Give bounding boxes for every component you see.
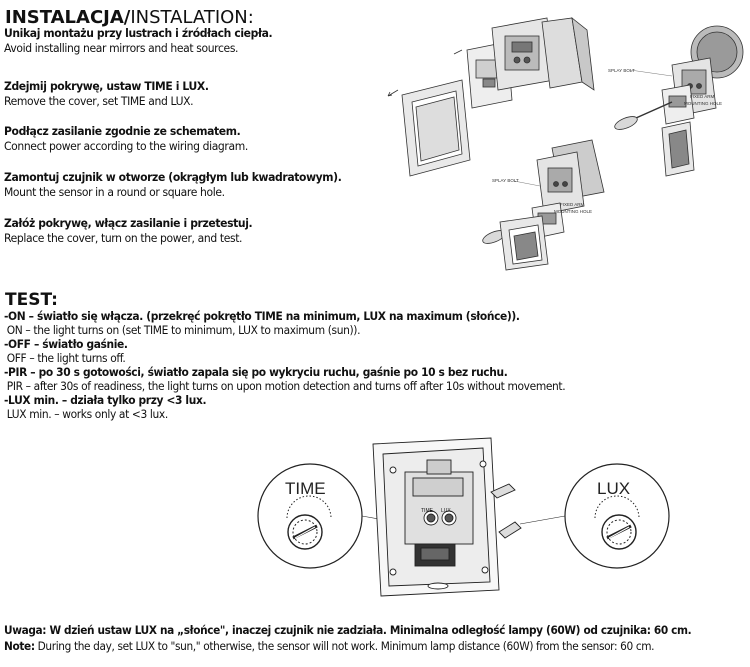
cover-frame — [401, 79, 471, 177]
installation-heading: INSTALACJA/INSTALATION: — [5, 8, 254, 28]
install-step-2: Zdejmij pokrywę, ustaw TIME i LUX. Remov… — [4, 79, 209, 109]
install-step-1: Unikaj montażu przy lustrach i źródłach … — [4, 26, 273, 56]
note-en: Note: During the day, set LUX to "sun," … — [4, 638, 655, 654]
install-step-5: Załóż pokrywę, włącz zasilanie i przetes… — [4, 216, 253, 246]
step-pl: Unikaj montażu przy lustrach i źródłach … — [4, 26, 273, 40]
test-line-pl: -PIR – po 30 s gotowości, światło zapala… — [4, 365, 508, 379]
square-box-assembly — [482, 139, 605, 271]
install-step-4: Zamontuj czujnik w otworze (okrągłym lub… — [4, 170, 342, 200]
step-en: Mount the sensor in a round or square ho… — [4, 185, 225, 199]
step-pl: Załóż pokrywę, włącz zasilanie i przetes… — [4, 216, 253, 230]
heading-en: INSTALATION: — [130, 7, 254, 28]
time-knob-label: TIME — [285, 479, 326, 498]
test-line-pl: -OFF – światło gaśnie. — [4, 337, 128, 351]
step-en: Remove the cover, set TIME and LUX. — [4, 94, 194, 108]
device-lux-label: LUX — [441, 508, 451, 514]
label-fixed-arm: FIXED ARM — [560, 202, 585, 207]
round-box-assembly — [614, 25, 744, 177]
note-en-text: During the day, set LUX to "sun," otherw… — [34, 639, 655, 653]
label-fixed-arm: FIXED ARM — [690, 94, 715, 99]
lux-knob-zoom: LUX — [564, 463, 670, 569]
time-knob-zoom: TIME — [257, 463, 363, 569]
label-splay-bolt: SPLAY BOLT — [492, 178, 519, 183]
heading-pl: INSTALACJA/ — [5, 7, 131, 28]
step-en: Connect power according to the wiring di… — [4, 139, 248, 153]
test-line-en: OFF – the light turns off. — [6, 351, 126, 365]
installation-diagram: SPLAY BOLT FIXED ARM MOUNTING HOLE SPLAY… — [387, 17, 744, 271]
device-time-label: TIME — [421, 508, 434, 514]
note-pl-label: Uwaga: — [4, 623, 47, 637]
install-step-3: Podłącz zasilanie zgodnie ze schematem. … — [4, 124, 248, 154]
mechanism-plate — [491, 17, 555, 91]
test-heading: TEST: — [5, 290, 58, 310]
label-mounting-hole: MOUNTING HOLE — [684, 101, 722, 106]
step-en: Avoid installing near mirrors and heat s… — [4, 41, 239, 55]
lux-knob-label: LUX — [597, 479, 630, 498]
note-pl: Uwaga: W dzień ustaw LUX na „słońce", in… — [4, 622, 692, 638]
label-mounting-hole: MOUNTING HOLE — [554, 209, 592, 214]
test-line-en: LUX min. – works only at <3 lux. — [6, 407, 168, 421]
note-pl-text: W dzień ustaw LUX na „słońce", inaczej c… — [46, 623, 692, 637]
step-pl: Podłącz zasilanie zgodnie ze schematem. — [4, 124, 241, 138]
label-splay-bolt: SPLAY BOLT — [608, 68, 635, 73]
step-pl: Zdejmij pokrywę, ustaw TIME i LUX. — [4, 79, 209, 93]
test-line-pl: -LUX min. – działa tylko przy <3 lux. — [4, 393, 207, 407]
test-line-pl: -ON – światło się włącza. (przekręć pokr… — [4, 309, 520, 323]
wall-box — [541, 17, 595, 91]
test-line-en: PIR – after 30s of readiness, the light … — [6, 379, 566, 393]
device-knobs-diagram: TIME TIME LUX LUX — [257, 437, 670, 597]
arrow-icon — [387, 89, 399, 97]
step-en: Replace the cover, turn on the power, an… — [4, 231, 243, 245]
device-mechanism — [372, 437, 522, 597]
test-line-en: ON – the light turns on (set TIME to min… — [6, 323, 361, 337]
step-pl: Zamontuj czujnik w otworze (okrągłym lub… — [4, 170, 342, 184]
note-en-label: Note: — [4, 639, 35, 653]
